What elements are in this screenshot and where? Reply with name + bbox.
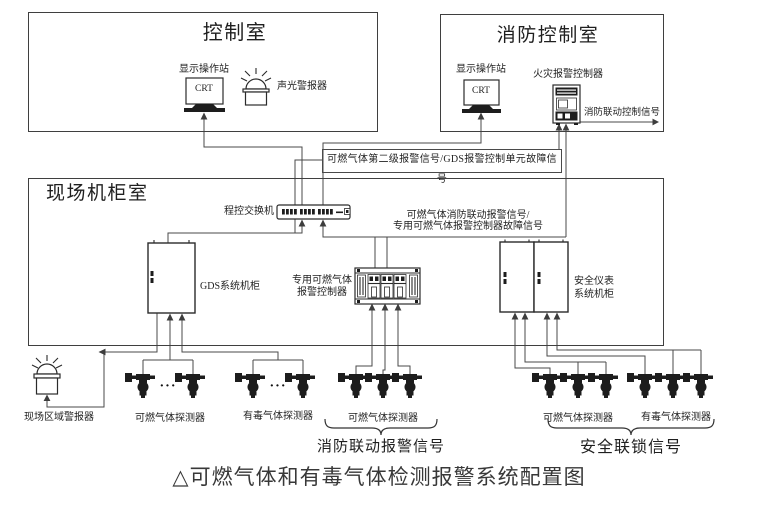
fire-alarm-controller-icon	[552, 84, 581, 125]
network-switch-icon	[276, 204, 351, 220]
gas-detector-icon	[365, 373, 395, 398]
field-area-alarm-label: 现场区域警报器	[24, 412, 94, 423]
wiring	[43, 112, 702, 408]
flammable-detector-middle-label: 可燃气体探测器	[348, 413, 418, 424]
crt-label: CRT	[472, 86, 490, 96]
operator-station-label: 显示操作站	[179, 64, 229, 75]
safety-cabinet-label: 安全仪表 系统机柜	[574, 276, 614, 300]
gas-detector-icon	[285, 373, 315, 398]
fire-control-room-title: 消防控制室	[496, 25, 600, 46]
dedicated-gas-alarm-controller-icon	[354, 267, 421, 305]
safety-interlock-signal-label: 安全联锁信号	[579, 439, 683, 456]
crt-monitor-icon	[184, 77, 225, 112]
gas-detector-icon	[532, 373, 562, 398]
gas-detector-icon	[392, 373, 422, 398]
crt-monitor-icon	[462, 79, 501, 113]
diagram-caption: △可燃气体和有毒气体检测报警系统配置图	[172, 466, 586, 489]
ellipsis: ···	[269, 379, 287, 394]
control-room-box	[28, 12, 378, 132]
safety-cabinet-icon	[499, 239, 569, 313]
toxic-detector-right-label: 有毒气体探测器	[641, 412, 711, 423]
gas-detector-icon	[235, 373, 265, 398]
fire-linkage-alarm-fault-signal-label: 可燃气体消防联动报警信号/ 专用可燃气体报警控制器故障信号	[393, 210, 543, 232]
crt-label: CRT	[195, 84, 213, 94]
gds-cabinet-icon	[147, 240, 196, 314]
fire-alarm-controller-label: 火灾报警控制器	[533, 69, 603, 80]
sound-light-alarm-icon	[240, 68, 272, 106]
gas-detector-icon	[655, 373, 685, 398]
flammable-detector-left-label: 可燃气体探测器	[135, 413, 205, 424]
operator-station-label: 显示操作站	[456, 64, 506, 75]
control-room-title: 控制室	[202, 22, 268, 44]
gas-detector-icon	[338, 373, 368, 398]
gds-cabinet-label: GDS系统机柜	[200, 281, 261, 292]
fire-linkage-control-signal-label: 消防联动控制信号	[584, 108, 661, 118]
brace-safety-interlock	[547, 418, 715, 436]
fire-control-room-box	[440, 14, 664, 132]
sound-light-alarm-label: 声光警报器	[277, 81, 327, 92]
flammable-detector-right-label: 可燃气体探测器	[543, 413, 613, 424]
gas-detector-icon	[125, 373, 155, 398]
gas-detector-icon	[560, 373, 590, 398]
second-level-alarm-signal-box: 可燃气体第二级报警信号/GDS报警控制单元故障信号	[322, 149, 562, 185]
field-cabinet-room-title: 现场机柜室	[46, 183, 149, 204]
fire-linkage-alarm-signal-label: 消防联动报警信号	[316, 439, 446, 455]
dedicated-controller-label: 专用可燃气体 报警控制器	[292, 275, 352, 298]
gas-detector-icon	[627, 373, 657, 398]
gas-detector-icon	[683, 373, 713, 398]
gas-detector-icon	[588, 373, 618, 398]
field-cabinet-room-box	[28, 178, 664, 346]
network-switch-label: 程控交换机	[224, 206, 274, 217]
ellipsis: ···	[159, 379, 177, 394]
field-area-alarm-icon	[31, 355, 63, 395]
toxic-detector-left-label: 有毒气体探测器	[243, 411, 313, 422]
gas-detector-icon	[175, 373, 205, 398]
brace-fire-linkage	[324, 418, 438, 436]
